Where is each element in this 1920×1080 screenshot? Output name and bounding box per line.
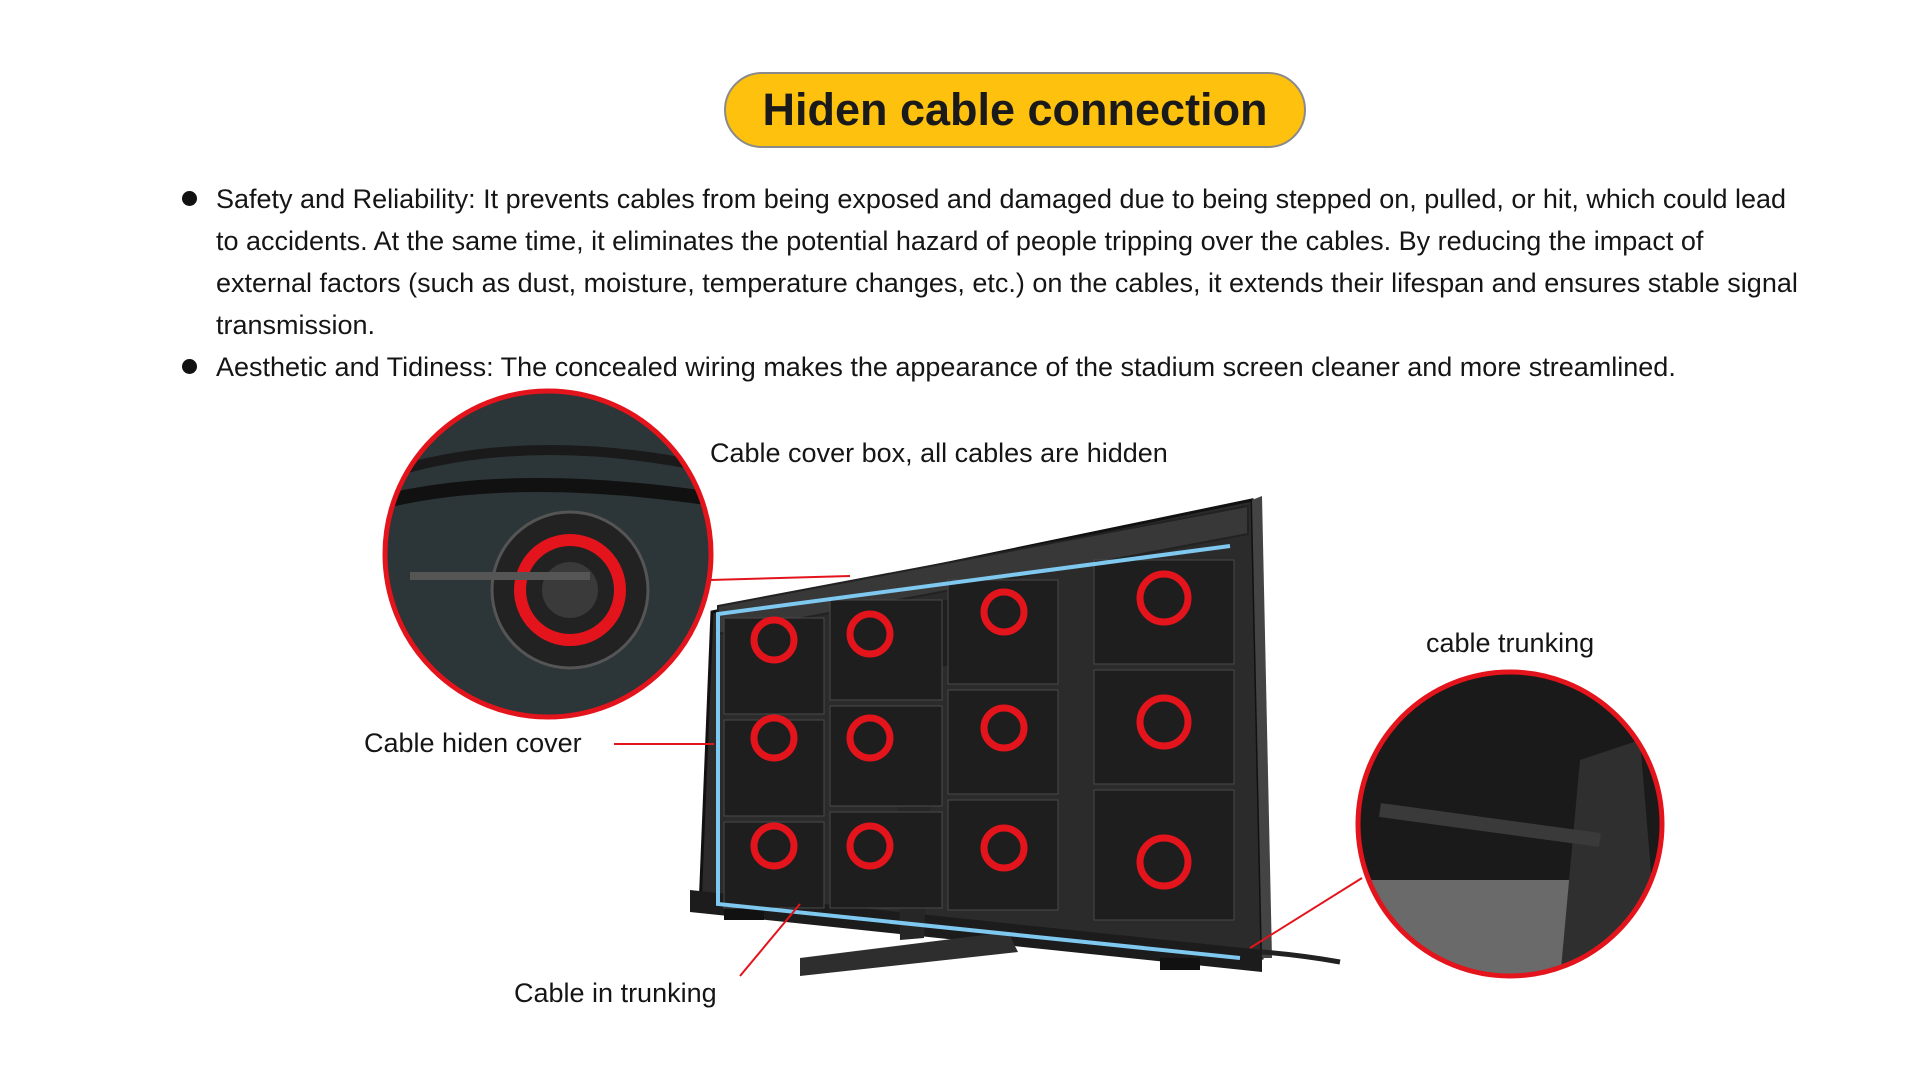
label-cable-hiden-cover: Cable hiden cover bbox=[364, 728, 582, 758]
list-item: Safety and Reliability: It prevents cabl… bbox=[178, 178, 1798, 346]
label-cover-box: Cable cover box, all cables are hidden bbox=[710, 438, 1168, 468]
fan-rings bbox=[750, 570, 1192, 890]
bullet-icon bbox=[182, 359, 197, 374]
callout-lines bbox=[614, 575, 1363, 977]
bullet-text-aesthetic: Aesthetic and Tidiness: The concealed wi… bbox=[216, 352, 1676, 382]
list-item: Aesthetic and Tidiness: The concealed wi… bbox=[178, 346, 1798, 388]
hidden-cable-path bbox=[716, 544, 1241, 960]
page-title: Hiden cable connection bbox=[762, 84, 1268, 135]
bullet-icon bbox=[182, 191, 197, 206]
label-cable-trunking: cable trunking bbox=[1426, 628, 1595, 658]
feature-list: Safety and Reliability: It prevents cabl… bbox=[178, 178, 1798, 388]
zoom-circle-trunking bbox=[1355, 669, 1665, 979]
label-cable-in-trunking: Cable in trunking bbox=[514, 978, 717, 1008]
zoom-circle-cover-box bbox=[382, 388, 714, 720]
title-banner: Hiden cable connection bbox=[724, 72, 1306, 148]
bullet-text-safety: Safety and Reliability: It prevents cabl… bbox=[216, 184, 1798, 340]
module-grid bbox=[723, 559, 1235, 921]
led-cabinet bbox=[690, 496, 1341, 976]
